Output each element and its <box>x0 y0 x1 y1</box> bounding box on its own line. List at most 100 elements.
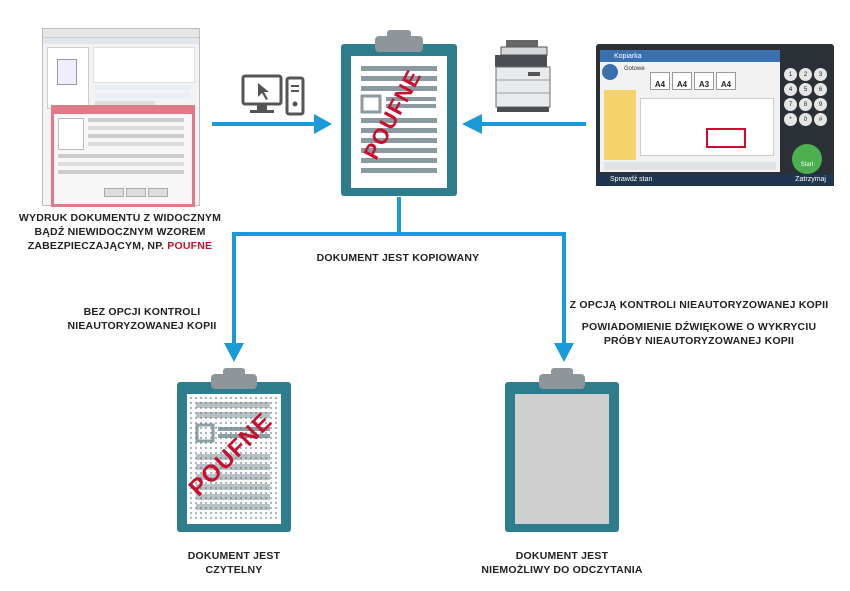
pattern-dot <box>230 432 232 434</box>
pattern-dot <box>270 447 272 449</box>
pattern-dot <box>205 487 207 489</box>
pattern-dot <box>215 502 217 504</box>
pattern-dot <box>225 482 227 484</box>
pattern-dot <box>240 417 242 419</box>
pattern-dot <box>260 447 262 449</box>
paper-size-tile[interactable]: A4 <box>650 72 670 90</box>
center-doc-lines <box>361 66 437 173</box>
pattern-dot <box>205 447 207 449</box>
pattern-dot <box>255 447 257 449</box>
keypad-key[interactable]: 0 <box>799 113 812 126</box>
pattern-dot <box>255 462 257 464</box>
pattern-dot <box>230 412 232 414</box>
pattern-dot <box>240 487 242 489</box>
pattern-dot <box>205 432 207 434</box>
keypad-key[interactable]: 5 <box>799 83 812 96</box>
pattern-dot <box>225 502 227 504</box>
pattern-dot <box>220 482 222 484</box>
pattern-dot <box>210 407 212 409</box>
pattern-dot <box>250 407 252 409</box>
pattern-dot <box>265 482 267 484</box>
pattern-dot <box>245 407 247 409</box>
pattern-dot <box>230 477 232 479</box>
pattern-dot <box>215 462 217 464</box>
pattern-dot <box>200 487 202 489</box>
pattern-dot <box>230 397 232 399</box>
pattern-dot <box>230 512 232 514</box>
pattern-dot <box>230 417 232 419</box>
pattern-dot <box>270 437 272 439</box>
pattern-dot <box>235 472 237 474</box>
left-branch-caption: BEZ OPCJI KONTROLI NIEAUTORYZOWANEJ KOPI… <box>67 306 217 332</box>
pattern-dot <box>220 472 222 474</box>
pattern-dot <box>225 437 227 439</box>
pattern-dot <box>190 482 192 484</box>
pattern-dot <box>220 437 222 439</box>
pattern-dot <box>245 507 247 509</box>
pattern-dot <box>270 402 272 404</box>
pattern-dot <box>255 452 257 454</box>
pattern-dot <box>245 397 247 399</box>
pattern-dot <box>235 432 237 434</box>
pattern-dot <box>215 447 217 449</box>
pattern-dot <box>240 427 242 429</box>
keypad-key[interactable]: 6 <box>814 83 827 96</box>
pattern-dot <box>270 462 272 464</box>
keypad-key[interactable]: * <box>784 113 797 126</box>
pattern-dot <box>255 437 257 439</box>
pattern-dot <box>205 442 207 444</box>
keypad-key[interactable]: 8 <box>799 98 812 111</box>
pattern-dot <box>250 412 252 414</box>
pattern-dot <box>245 502 247 504</box>
panel-stop[interactable]: Zatrzymaj <box>795 176 826 183</box>
paper-size-tile[interactable]: A3 <box>694 72 714 90</box>
pattern-dot <box>255 492 257 494</box>
pattern-dot <box>230 517 232 519</box>
pattern-dot <box>200 412 202 414</box>
pattern-dot <box>260 482 262 484</box>
pattern-dot <box>210 457 212 459</box>
paper-size-tile[interactable]: A4 <box>672 72 692 90</box>
pattern-dot <box>230 487 232 489</box>
keypad-key[interactable]: # <box>814 113 827 126</box>
pattern-dot <box>205 467 207 469</box>
pattern-dot <box>220 477 222 479</box>
pattern-dot <box>270 507 272 509</box>
pattern-dot <box>240 432 242 434</box>
pattern-dot <box>260 497 262 499</box>
pattern-dot <box>255 412 257 414</box>
start-button[interactable]: Start <box>792 144 822 174</box>
pattern-dot <box>265 437 267 439</box>
pattern-dot <box>225 477 227 479</box>
pattern-dot <box>275 402 277 404</box>
pattern-dot <box>270 517 272 519</box>
keypad-key[interactable]: 7 <box>784 98 797 111</box>
pattern-dot <box>195 462 197 464</box>
pattern-dot <box>260 432 262 434</box>
keypad-key[interactable]: 4 <box>784 83 797 96</box>
pattern-dot <box>210 497 212 499</box>
pattern-dot <box>205 462 207 464</box>
pattern-dot <box>225 407 227 409</box>
pattern-dot <box>220 507 222 509</box>
keypad-key[interactable]: 3 <box>814 68 827 81</box>
pattern-dot <box>220 467 222 469</box>
pattern-dot <box>235 507 237 509</box>
pattern-dot <box>190 512 192 514</box>
pattern-dot <box>265 467 267 469</box>
paper-size-tile[interactable]: A4 <box>716 72 736 90</box>
pattern-dot <box>190 417 192 419</box>
pattern-dot <box>240 402 242 404</box>
pattern-dot <box>195 427 197 429</box>
pattern-dot <box>240 457 242 459</box>
keypad-key[interactable]: 2 <box>799 68 812 81</box>
keypad-key[interactable]: 1 <box>784 68 797 81</box>
pattern-dot <box>235 417 237 419</box>
panel-check-status[interactable]: Sprawdź stan <box>610 176 653 183</box>
pattern-dot <box>225 472 227 474</box>
keypad-key[interactable]: 9 <box>814 98 827 111</box>
pattern-dot <box>265 402 267 404</box>
pattern-dot <box>275 442 277 444</box>
pattern-dot <box>260 462 262 464</box>
